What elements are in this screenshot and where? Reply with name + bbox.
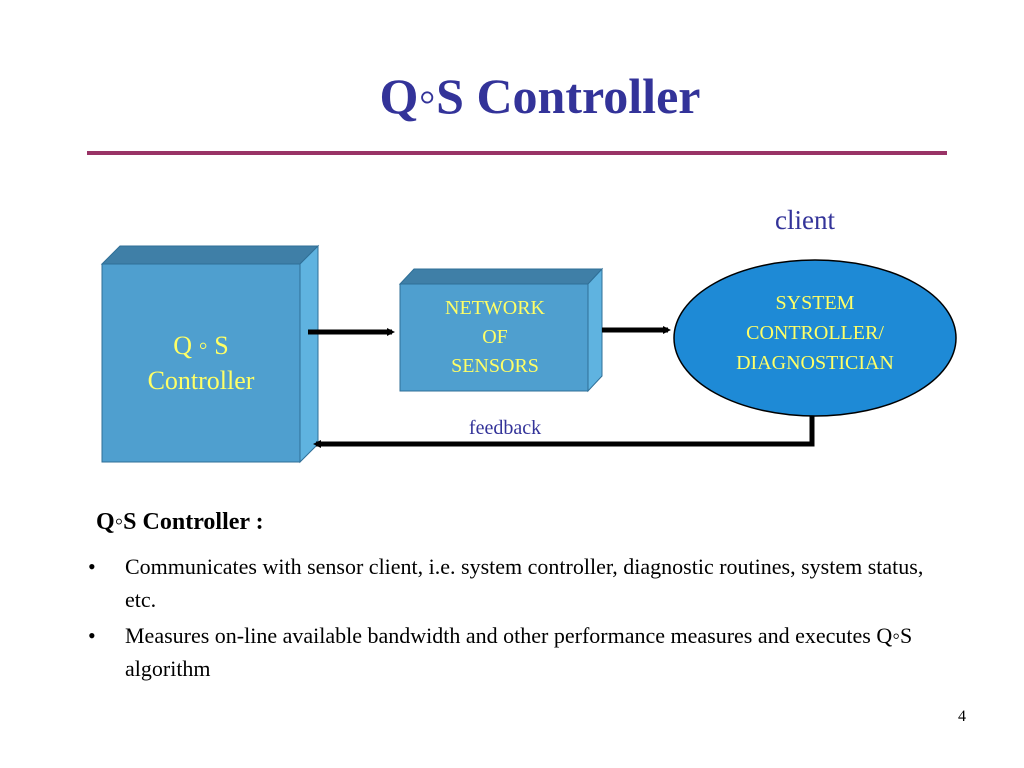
bullet-dot: • [88, 623, 96, 648]
section-heading: Q◦S Controller : [96, 509, 264, 535]
qos-box-top [100, 245, 320, 265]
system-controller-ellipse [673, 259, 957, 417]
client-label: client [775, 205, 835, 235]
network-box-label-line2: OF [482, 326, 508, 348]
bullet-item: • Measures on-line available bandwidth a… [88, 619, 948, 685]
system-label-line2: CONTROLLER/ [746, 322, 884, 344]
bullet-text: Measures on-line available bandwidth and… [125, 623, 913, 681]
bullet-list: • Communicates with sensor client, i.e. … [88, 550, 948, 688]
bullet-dot: • [88, 554, 96, 579]
bullet-text: Communicates with sensor client, i.e. sy… [125, 554, 924, 612]
title-divider [87, 151, 947, 155]
system-label-line3: DIAGNOSTICIAN [736, 352, 894, 374]
bullet-item: • Communicates with sensor client, i.e. … [88, 550, 948, 616]
qos-box-side [299, 244, 319, 464]
system-ellipse-label: SYSTEM CONTROLLER/ DIAGNOSTICIAN [690, 288, 940, 378]
feedback-label: feedback [468, 417, 542, 439]
qos-box-label-line2: Controller [147, 366, 255, 395]
network-box-label-line3: SENSORS [451, 355, 539, 377]
network-box-top [398, 268, 604, 285]
qos-box-label: Q ◦ S Controller [102, 328, 300, 398]
network-box-front [399, 283, 589, 392]
qos-box-front [101, 263, 301, 463]
network-box-side [587, 267, 603, 393]
network-box-label: NETWORK OF SENSORS [400, 294, 590, 381]
slide-title: Q◦S Controller [379, 68, 701, 124]
page-number: 4 [958, 708, 966, 725]
network-box-label-line1: NETWORK [445, 297, 545, 319]
qos-box-label-line1: Q ◦ S [173, 331, 229, 360]
feedback-line [313, 416, 815, 448]
system-label-line1: SYSTEM [775, 292, 855, 314]
qos-controller-box [100, 244, 320, 464]
network-sensors-box [398, 267, 604, 393]
